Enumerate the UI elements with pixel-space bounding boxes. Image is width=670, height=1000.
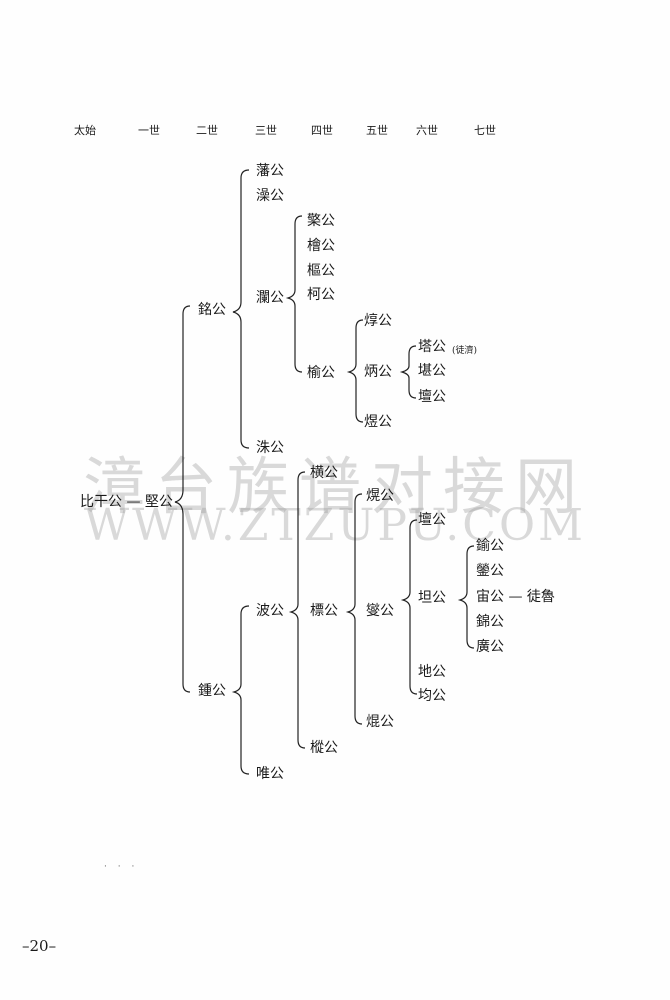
node-hui: 檜公 xyxy=(307,238,335,254)
node-ta-note: (徒濟) xyxy=(452,346,478,356)
gen-header-1: 一世 xyxy=(138,124,160,137)
watermark-url: WWW.ZTZUPU.COM xyxy=(83,500,587,551)
node-fan: 藩公 xyxy=(256,163,284,179)
node-zao: 澡公 xyxy=(256,188,284,204)
node-ying7: 鎣公 xyxy=(476,563,504,579)
gen-header-7: 七世 xyxy=(474,124,496,137)
node-zhou-desc: 宙公 — 徒魯 xyxy=(476,589,555,605)
node-xie: 燮公 xyxy=(366,603,394,619)
watermark-cn: 漳台族谱对接网 xyxy=(82,450,587,523)
node-jun: 均公 xyxy=(418,688,446,704)
gen-header-2: 二世 xyxy=(196,124,218,137)
node-ju: 檠公 xyxy=(307,213,335,229)
node-yu7: 鍮公 xyxy=(476,538,504,554)
node-lan: 瀾公 xyxy=(256,290,284,306)
node-zhu: 洙公 xyxy=(256,440,284,456)
node-dan: 坦公 xyxy=(418,590,446,606)
gen-header-3: 三世 xyxy=(255,124,277,137)
node-wei: 唯公 xyxy=(256,766,284,782)
node-yu5: 煜公 xyxy=(364,414,392,430)
gen-header-5: 五世 xyxy=(366,124,388,137)
node-chun: 焞公 xyxy=(364,313,392,329)
node-biao: 標公 xyxy=(310,603,338,619)
gen-header-4: 四世 xyxy=(311,124,333,137)
node-ying: 熀公 xyxy=(366,488,394,504)
node-ming: 銘公 xyxy=(198,302,226,318)
node-bing: 炳公 xyxy=(364,364,392,380)
gen-header-0: 太始 xyxy=(74,124,96,137)
node-di: 地公 xyxy=(418,664,446,680)
stray-marks: · · · xyxy=(104,862,139,872)
node-root: 比干公 — 堅公 xyxy=(80,494,173,510)
node-zhong: 鍾公 xyxy=(198,683,226,699)
page-number: –20– xyxy=(22,937,57,955)
node-tan2: 壇公 xyxy=(418,512,446,528)
node-kun: 焜公 xyxy=(366,714,394,730)
node-yu: 榆公 xyxy=(307,365,335,381)
node-bo: 波公 xyxy=(256,603,284,619)
node-qu: 樞公 xyxy=(307,263,335,279)
gen-header-6: 六世 xyxy=(416,124,438,137)
node-xi: 錦公 xyxy=(476,614,504,630)
node-guang: 廣公 xyxy=(476,639,504,655)
node-ke: 柯公 xyxy=(307,287,335,303)
node-tan: 壇公 xyxy=(418,389,446,405)
node-heng: 横公 xyxy=(310,465,338,481)
node-kan: 堪公 xyxy=(418,363,446,379)
node-ta: 塔公 xyxy=(418,339,446,355)
node-zong: 樅公 xyxy=(310,740,338,756)
